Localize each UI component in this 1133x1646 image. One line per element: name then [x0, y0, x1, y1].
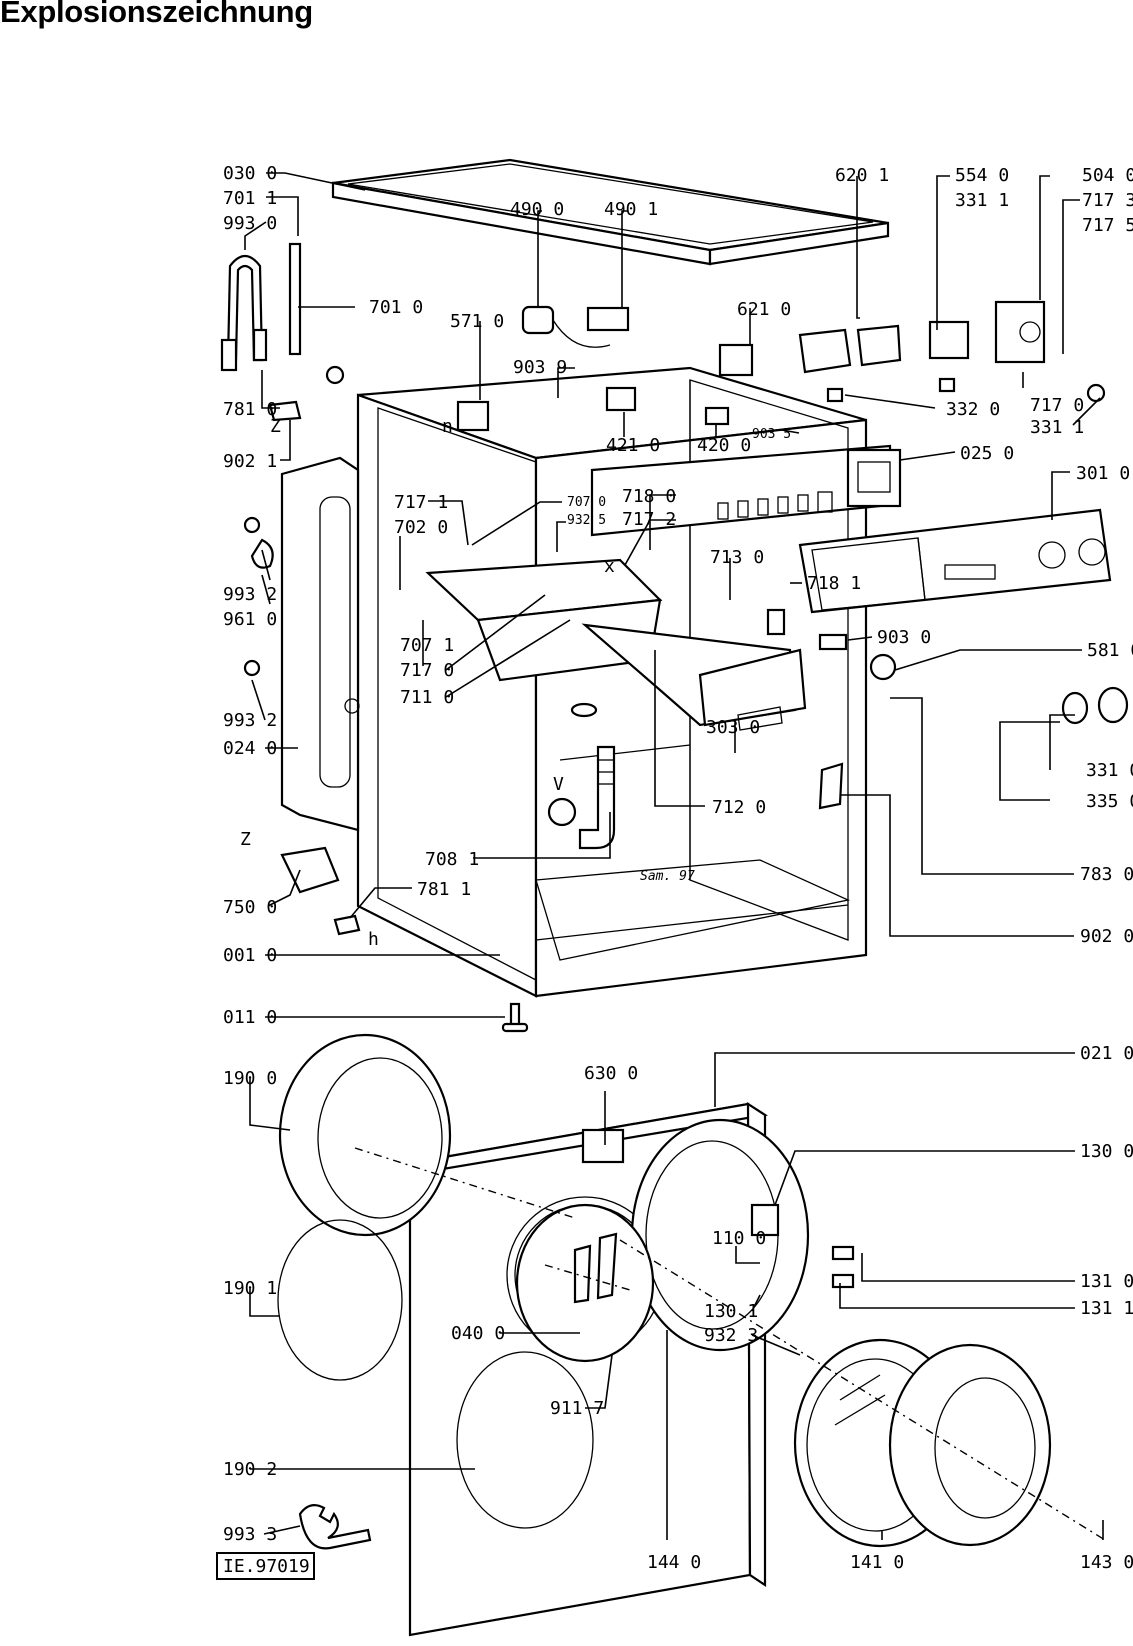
label-011-0: 011 0	[223, 1007, 277, 1028]
small-parts-top-left	[220, 242, 361, 936]
label-717-5: 717 5	[1082, 215, 1133, 236]
control-module	[590, 444, 902, 537]
label-717-0-top: 717 0	[1030, 395, 1084, 416]
front-control-panel	[798, 508, 1112, 614]
label-331-0: 331 0	[1086, 760, 1133, 781]
label-335-0: 335 0	[1086, 791, 1133, 812]
label-902-0: 902 0	[1080, 926, 1133, 947]
label-621-0: 621 0	[737, 299, 791, 320]
drawing-id-box: IE.97019	[216, 1552, 315, 1580]
door-glass	[793, 1338, 1052, 1548]
label-021-0: 021 0	[1080, 1043, 1133, 1064]
label-420-0: 420 0	[697, 435, 751, 456]
label-708-1: 708 1	[425, 849, 479, 870]
label-781-1: 781 1	[417, 879, 471, 900]
label-131-0: 131 0	[1080, 1271, 1133, 1292]
marker-n: n	[442, 416, 453, 437]
label-630-0: 630 0	[584, 1063, 638, 1084]
hose	[547, 702, 616, 850]
label-718-0: 718 0	[622, 486, 676, 507]
label-993-2-lower: 993 2	[223, 710, 277, 731]
label-781-0: 781 0	[223, 399, 277, 420]
tub-ring-190-0	[277, 1033, 594, 1529]
label-030-0: 030 0	[223, 163, 277, 184]
marker-h: h	[368, 929, 379, 950]
label-701-1: 701 1	[223, 188, 277, 209]
label-144-0: 144 0	[647, 1552, 701, 1573]
label-504-0: 504 0	[1082, 165, 1133, 186]
label-421-0: 421 0	[606, 435, 660, 456]
leader-lines	[244, 172, 1104, 1540]
label-993-3: 993 3	[223, 1524, 277, 1545]
axis-lines	[354, 1147, 1106, 1541]
label-711-0: 711 0	[400, 687, 454, 708]
page-title: Explosionszeichnung	[0, 0, 313, 29]
door-frame	[515, 1118, 855, 1363]
label-190-1: 190 1	[223, 1278, 277, 1299]
detergent-dispenser	[425, 558, 807, 731]
label-024-0: 024 0	[223, 738, 277, 759]
label-040-0: 040 0	[451, 1323, 505, 1344]
label-717-1: 717 1	[394, 492, 448, 513]
label-993-0: 993 0	[223, 213, 277, 234]
label-783-0: 783 0	[1080, 864, 1133, 885]
top-cover	[331, 158, 890, 266]
label-713-0: 713 0	[710, 547, 764, 568]
signature-annotation: Sam. 97	[640, 869, 695, 884]
label-707-0: 707 0	[567, 495, 606, 510]
label-331-1-top: 331 1	[955, 190, 1009, 211]
label-712-0: 712 0	[712, 797, 766, 818]
marker-z-bottom: Z	[240, 829, 251, 850]
label-490-1: 490 1	[604, 199, 658, 220]
label-750-0: 750 0	[223, 897, 277, 918]
label-993-2-upper: 993 2	[223, 584, 277, 605]
drawing-id: IE.97019	[223, 1556, 310, 1577]
label-130-0: 130 0	[1080, 1141, 1133, 1162]
label-301-0: 301 0	[1076, 463, 1130, 484]
label-717-3: 717 3	[1082, 190, 1133, 211]
label-190-0: 190 0	[223, 1068, 277, 1089]
label-932-5: 932 5	[567, 513, 606, 528]
label-130-1: 130 1	[704, 1301, 758, 1322]
label-718-1: 718 1	[807, 573, 861, 594]
label-903-9: 903 9	[513, 357, 567, 378]
label-717-2: 717 2	[622, 509, 676, 530]
label-932-3: 932 3	[704, 1325, 758, 1346]
label-911-7: 911 7	[550, 1398, 604, 1419]
part-labels: 030 0 701 1 993 0 490 0 490 1 620 1 554 …	[223, 163, 1133, 1573]
back-panel	[280, 456, 360, 832]
label-001-0: 001 0	[223, 945, 277, 966]
label-717-0-mid: 717 0	[400, 660, 454, 681]
label-331-1-right: 331 1	[1030, 417, 1084, 438]
marker-z-top: Z	[270, 416, 281, 437]
label-581-0: 581 0	[1087, 640, 1133, 661]
label-902-1: 902 1	[223, 451, 277, 472]
label-303-0: 303 0	[706, 717, 760, 738]
label-143-0: 143 0	[1080, 1552, 1133, 1573]
label-110-0: 110 0	[712, 1228, 766, 1249]
label-707-1: 707 1	[400, 635, 454, 656]
label-571-0: 571 0	[450, 311, 504, 332]
foot-screw	[501, 1002, 529, 1033]
label-554-0: 554 0	[955, 165, 1009, 186]
label-131-1: 131 1	[1080, 1298, 1133, 1319]
wrench-993-3	[298, 1503, 372, 1550]
label-903-0: 903 0	[877, 627, 931, 648]
label-961-0: 961 0	[223, 609, 277, 630]
label-141-0: 141 0	[850, 1552, 904, 1573]
label-620-1: 620 1	[835, 165, 889, 186]
label-903-5: 903 5	[752, 427, 791, 442]
letter-markers: Z Z n h V x	[240, 416, 615, 950]
marker-v: V	[553, 774, 564, 795]
label-190-2: 190 2	[223, 1459, 277, 1480]
label-025-0: 025 0	[960, 443, 1014, 464]
marker-x: x	[604, 556, 615, 577]
label-490-0: 490 0	[510, 199, 564, 220]
label-701-0: 701 0	[369, 297, 423, 318]
label-332-0: 332 0	[946, 399, 1000, 420]
label-702-0: 702 0	[394, 517, 448, 538]
